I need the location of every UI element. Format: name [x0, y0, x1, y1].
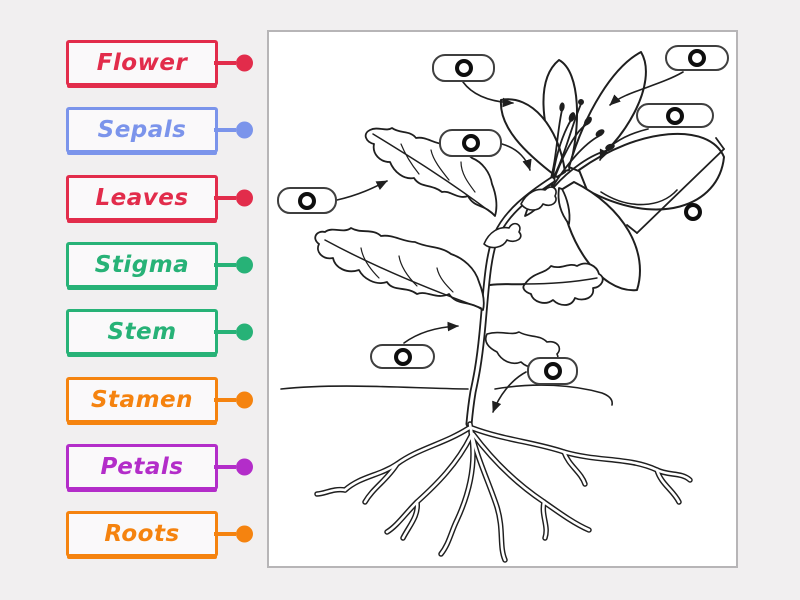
dropzone-circle-icon	[298, 191, 316, 210]
dropzone-1[interactable]	[432, 54, 495, 82]
connector-dot	[236, 189, 253, 207]
label-chip-flower[interactable]: Flower	[66, 40, 253, 86]
connector-dot	[236, 54, 253, 72]
connector-line	[214, 61, 236, 65]
dropzone-2[interactable]	[665, 45, 729, 71]
dropzone-6[interactable]	[683, 202, 703, 222]
plant-diagram-illustration	[280, 51, 725, 563]
label-chip-stigma[interactable]: Stigma	[66, 242, 253, 288]
label-chip-sepals[interactable]: Sepals	[66, 107, 253, 153]
dropzone-5[interactable]	[277, 187, 337, 214]
connector-dot	[236, 458, 253, 476]
connector-dot	[236, 525, 253, 543]
diagram-board	[267, 30, 738, 568]
label-text: Stem	[107, 318, 177, 345]
connector-dot	[236, 256, 253, 274]
dropzone-circle-icon	[666, 106, 684, 125]
dropzone-circle-icon	[543, 362, 562, 380]
dropzone-8[interactable]	[527, 357, 578, 385]
label-text: Stigma	[94, 251, 190, 278]
dropzone-7[interactable]	[370, 344, 435, 369]
dropzone-circle-icon	[688, 49, 706, 67]
label-chip-petals[interactable]: Petals	[66, 444, 253, 490]
connector-dot	[236, 121, 253, 139]
connector-line	[214, 330, 236, 334]
connector-line	[214, 196, 236, 200]
label-text: Stamen	[90, 386, 194, 413]
label-text: Sepals	[97, 116, 187, 143]
connector-dot	[236, 323, 253, 341]
dropzone-circle-icon	[461, 134, 480, 152]
dropzone-4[interactable]	[439, 129, 502, 157]
label-chip-stamen[interactable]: Stamen	[66, 377, 253, 423]
dropzone-circle-icon	[454, 59, 473, 77]
label-text: Leaves	[95, 184, 189, 211]
connector-line	[214, 532, 236, 536]
label-text: Flower	[96, 49, 188, 76]
label-chip-leaves[interactable]: Leaves	[66, 175, 253, 221]
connector-line	[214, 465, 236, 469]
dropzone-circle-icon	[684, 203, 702, 221]
label-text: Roots	[104, 520, 180, 547]
label-chip-stem[interactable]: Stem	[66, 309, 253, 355]
connector-line	[214, 398, 236, 402]
dropzone-circle-icon	[393, 347, 412, 366]
connector-dot	[236, 391, 253, 409]
label-text: Petals	[100, 453, 184, 480]
label-chip-roots[interactable]: Roots	[66, 511, 253, 557]
dropzone-3[interactable]	[636, 103, 714, 128]
connector-line	[214, 263, 236, 267]
connector-line	[214, 128, 236, 132]
